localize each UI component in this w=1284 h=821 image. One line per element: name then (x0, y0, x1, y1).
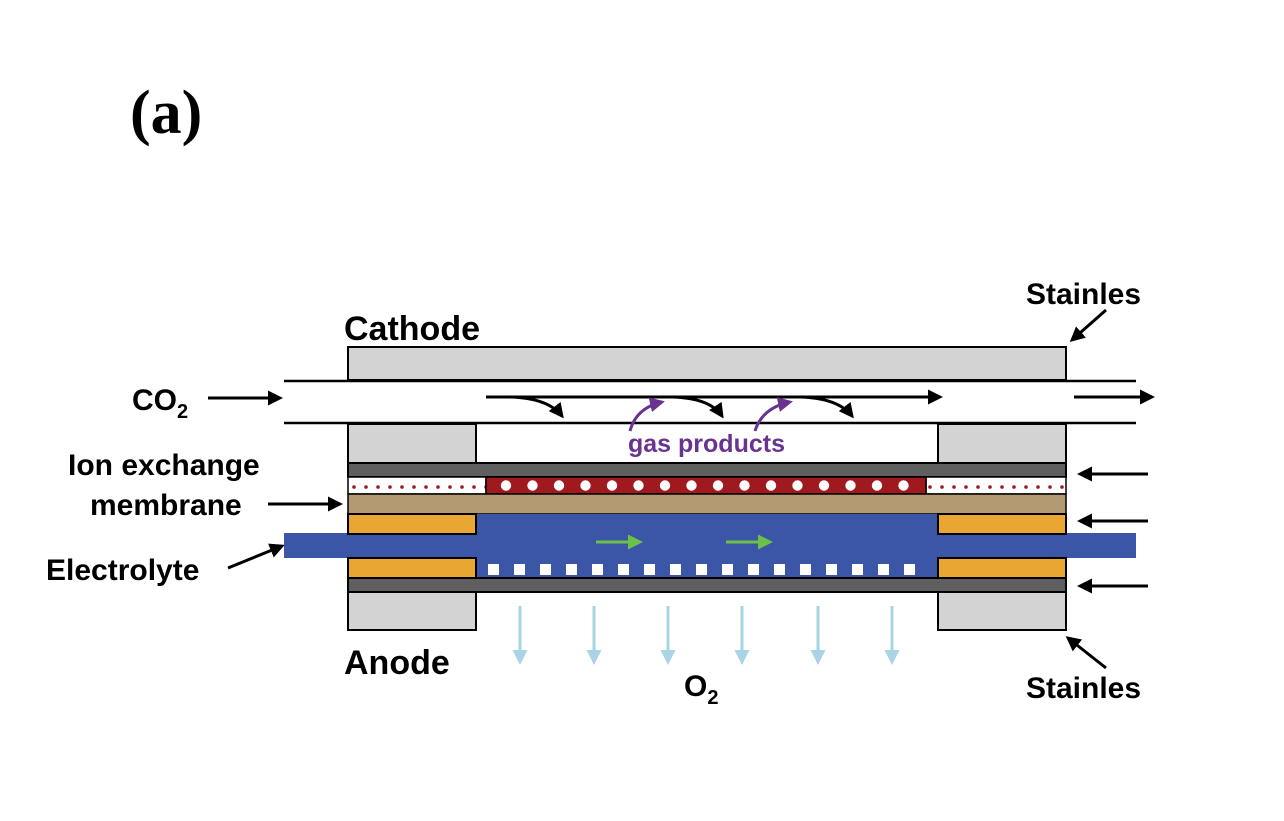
cathode-plate (347, 346, 1067, 381)
gasket-lower-left (347, 557, 477, 579)
o2-label: O2 (684, 670, 718, 709)
upper-left-block (347, 423, 477, 465)
gas-product-arrow-1 (628, 397, 665, 432)
ion-exchange-membrane (347, 493, 1067, 515)
catalyst-pore (659, 480, 671, 491)
gasket-upper-left (347, 513, 477, 535)
anode-gdl (347, 577, 1067, 593)
panel-label: (a) (130, 79, 202, 147)
stainless-top-pointer (1069, 308, 1107, 342)
co2-text: CO (132, 384, 177, 417)
anode-catalyst-square (748, 564, 759, 575)
catalyst-pore (739, 480, 750, 491)
anode-catalyst-square (618, 564, 629, 575)
catalyst-pore (606, 480, 618, 491)
anode-catalyst-square (514, 564, 525, 575)
anode-catalyst-square (644, 564, 655, 575)
anode-catalyst-square (800, 564, 811, 575)
anode-catalyst-square (488, 564, 499, 575)
anode-catalyst-square (540, 564, 551, 575)
catalyst-left-dotted (347, 476, 487, 495)
ion-exchange-label-line2: membrane (90, 489, 242, 522)
lower-left-block (347, 591, 477, 631)
catalyst-pore (712, 480, 724, 491)
anode-catalyst-square (722, 564, 733, 575)
catalyst-pore (500, 480, 512, 491)
gasket-lower-right (937, 557, 1067, 579)
upper-right-block (937, 423, 1067, 465)
catalyst-pore (686, 480, 697, 491)
anode-catalyst-square (696, 564, 707, 575)
anode-catalyst-square (774, 564, 785, 575)
catalyst-pore (818, 480, 830, 491)
catalyst-pore (527, 480, 538, 491)
anode-catalyst-square (904, 564, 915, 575)
ion-exchange-label-line1: Ion exchange (68, 449, 260, 482)
stainless-bottom-pointer (1065, 636, 1107, 670)
anode-catalyst-square (592, 564, 603, 575)
lower-right-block (937, 591, 1067, 631)
catalyst-pore (871, 480, 883, 491)
catalyst-pore (792, 480, 803, 491)
o2-subscript: 2 (707, 687, 718, 709)
diffusion-arrow-2 (671, 395, 724, 419)
catalyst-pore (553, 480, 565, 491)
anode-catalyst-square (852, 564, 863, 575)
stainless-top-label: Stainles (1026, 278, 1141, 311)
co2-subscript: 2 (177, 401, 188, 423)
catalyst-right-dotted (925, 476, 1067, 495)
anode-catalyst-square (566, 564, 577, 575)
diffusion-arrow-1 (509, 395, 564, 419)
gas-products-label: gas products (628, 430, 785, 458)
electrolyte-pointer (227, 543, 285, 570)
electrolyte-label: Electrolyte (46, 554, 199, 587)
cathode-label: Cathode (344, 310, 480, 348)
anode-catalyst-square (878, 564, 889, 575)
o2-text: O (684, 670, 707, 703)
anode-catalyst-layer (488, 564, 915, 575)
catalyst-pores (500, 480, 909, 491)
cathode-catalyst-layer (485, 476, 927, 495)
anode-label: Anode (344, 644, 450, 682)
o2-release-arrows (512, 606, 900, 665)
cathode-gdl (347, 462, 1067, 478)
anode-catalyst-square (670, 564, 681, 575)
gas-product-arrow-2 (753, 397, 793, 432)
catalyst-pore (580, 480, 591, 491)
catalyst-pore (898, 480, 909, 491)
catalyst-pore (845, 480, 856, 491)
catalyst-pore (633, 480, 644, 491)
co2-label: CO2 (132, 384, 188, 423)
gasket-upper-right (937, 513, 1067, 535)
anode-catalyst-square (826, 564, 837, 575)
diffusion-arrow-3 (799, 395, 854, 419)
stainless-bottom-label: Stainles (1026, 672, 1141, 705)
catalyst-pore (765, 480, 777, 491)
